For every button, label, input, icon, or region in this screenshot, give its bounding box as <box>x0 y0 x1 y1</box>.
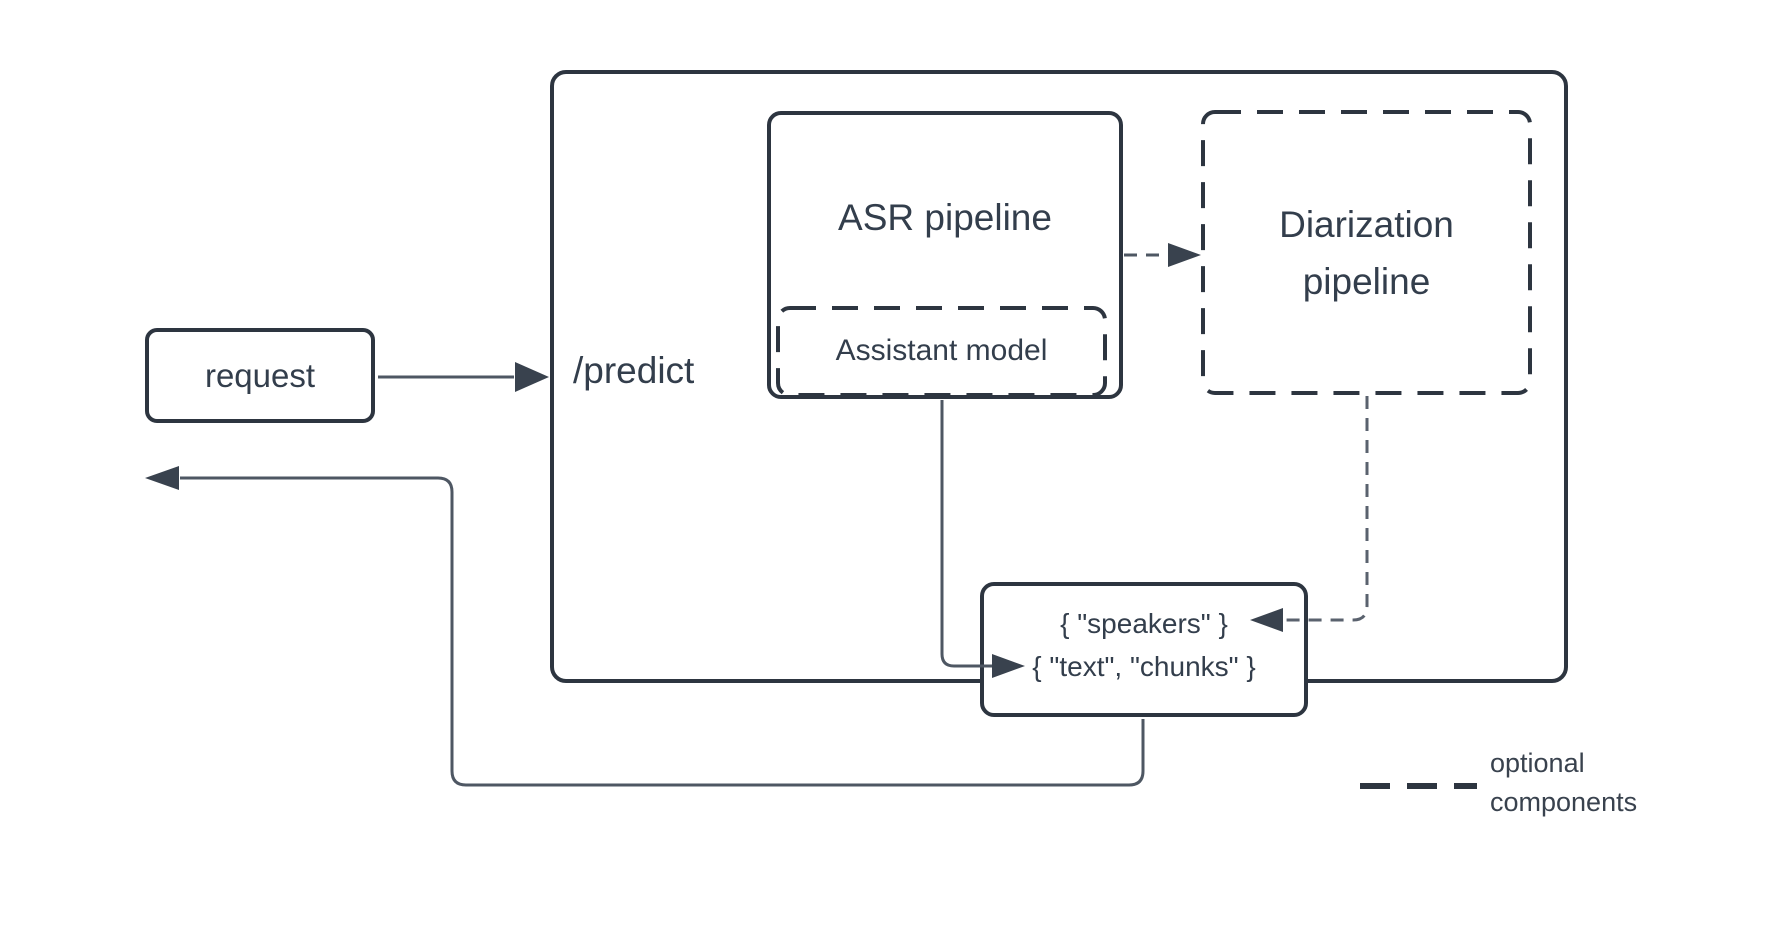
diarization-pipeline-label: Diarization pipeline <box>1203 112 1530 393</box>
predict-label: /predict <box>573 350 695 391</box>
request-label: request <box>204 356 316 394</box>
assistant-model-label: Assistant model <box>835 334 1048 367</box>
diarization-pipeline-label-text: Diarization pipeline <box>1279 203 1454 302</box>
legend-optional-components-label: optional components <box>1490 748 1638 817</box>
asr-pipeline-label: ASR pipeline <box>838 197 1052 238</box>
output-text-chunks-label: { "text", "chunks" } <box>1032 650 1256 682</box>
output-node: { "speakers" } { "text", "chunks" } <box>980 582 1308 717</box>
arrow-request-to-predict <box>378 362 549 392</box>
output-speakers-label: { "speakers" } <box>1060 607 1228 639</box>
request-node: request <box>145 328 375 423</box>
